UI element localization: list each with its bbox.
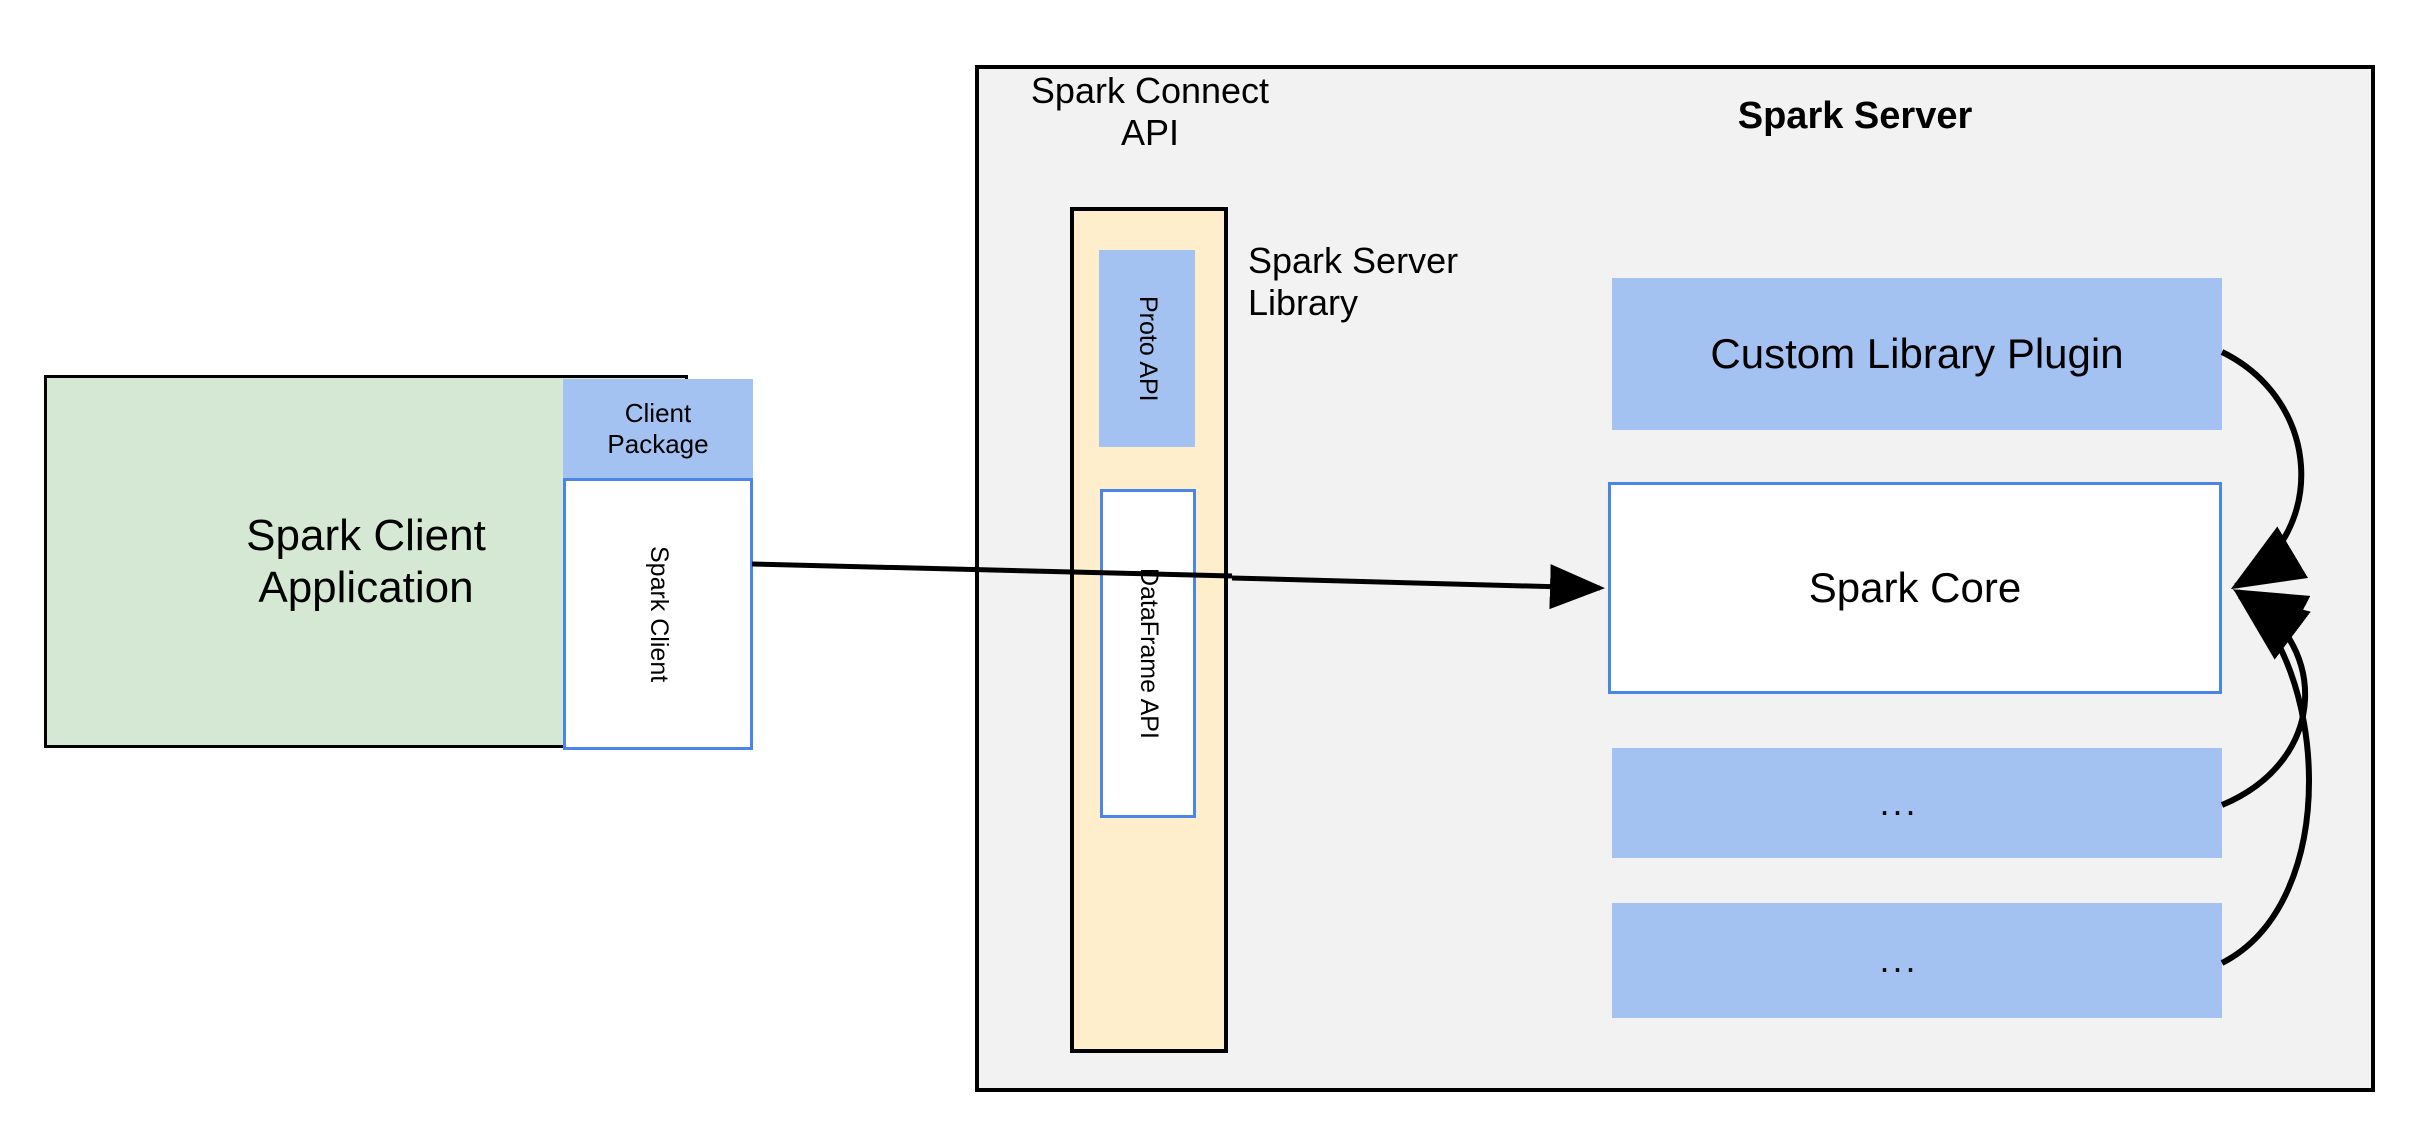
dataframe-api-box[interactable]: DataFrame API — [1100, 489, 1196, 818]
placeholder-box-1[interactable]: ... — [1612, 748, 2222, 858]
spark-core-box[interactable]: Spark Core — [1608, 482, 2222, 694]
dataframe-api-label: DataFrame API — [1134, 568, 1163, 739]
proto-api-label: Proto API — [1133, 295, 1162, 402]
client-package-box[interactable]: Client Package — [563, 379, 753, 478]
spark-server-library-label: Spark Server Library — [1248, 240, 1459, 324]
placeholder-box-2[interactable]: ... — [1612, 903, 2222, 1018]
spark-client-label: Spark Client — [644, 545, 673, 683]
placeholder-label-2: ... — [1879, 939, 1919, 981]
spark-client-box[interactable]: Spark Client — [563, 478, 753, 750]
placeholder-label-1: ... — [1879, 781, 1919, 823]
spark-server-title: Spark Server — [1737, 94, 1973, 137]
proto-api-box[interactable]: Proto API — [1099, 250, 1195, 447]
custom-library-plugin-box[interactable]: Custom Library Plugin — [1612, 278, 2222, 430]
spark-connect-api-label: Spark Connect API — [1030, 70, 1270, 154]
